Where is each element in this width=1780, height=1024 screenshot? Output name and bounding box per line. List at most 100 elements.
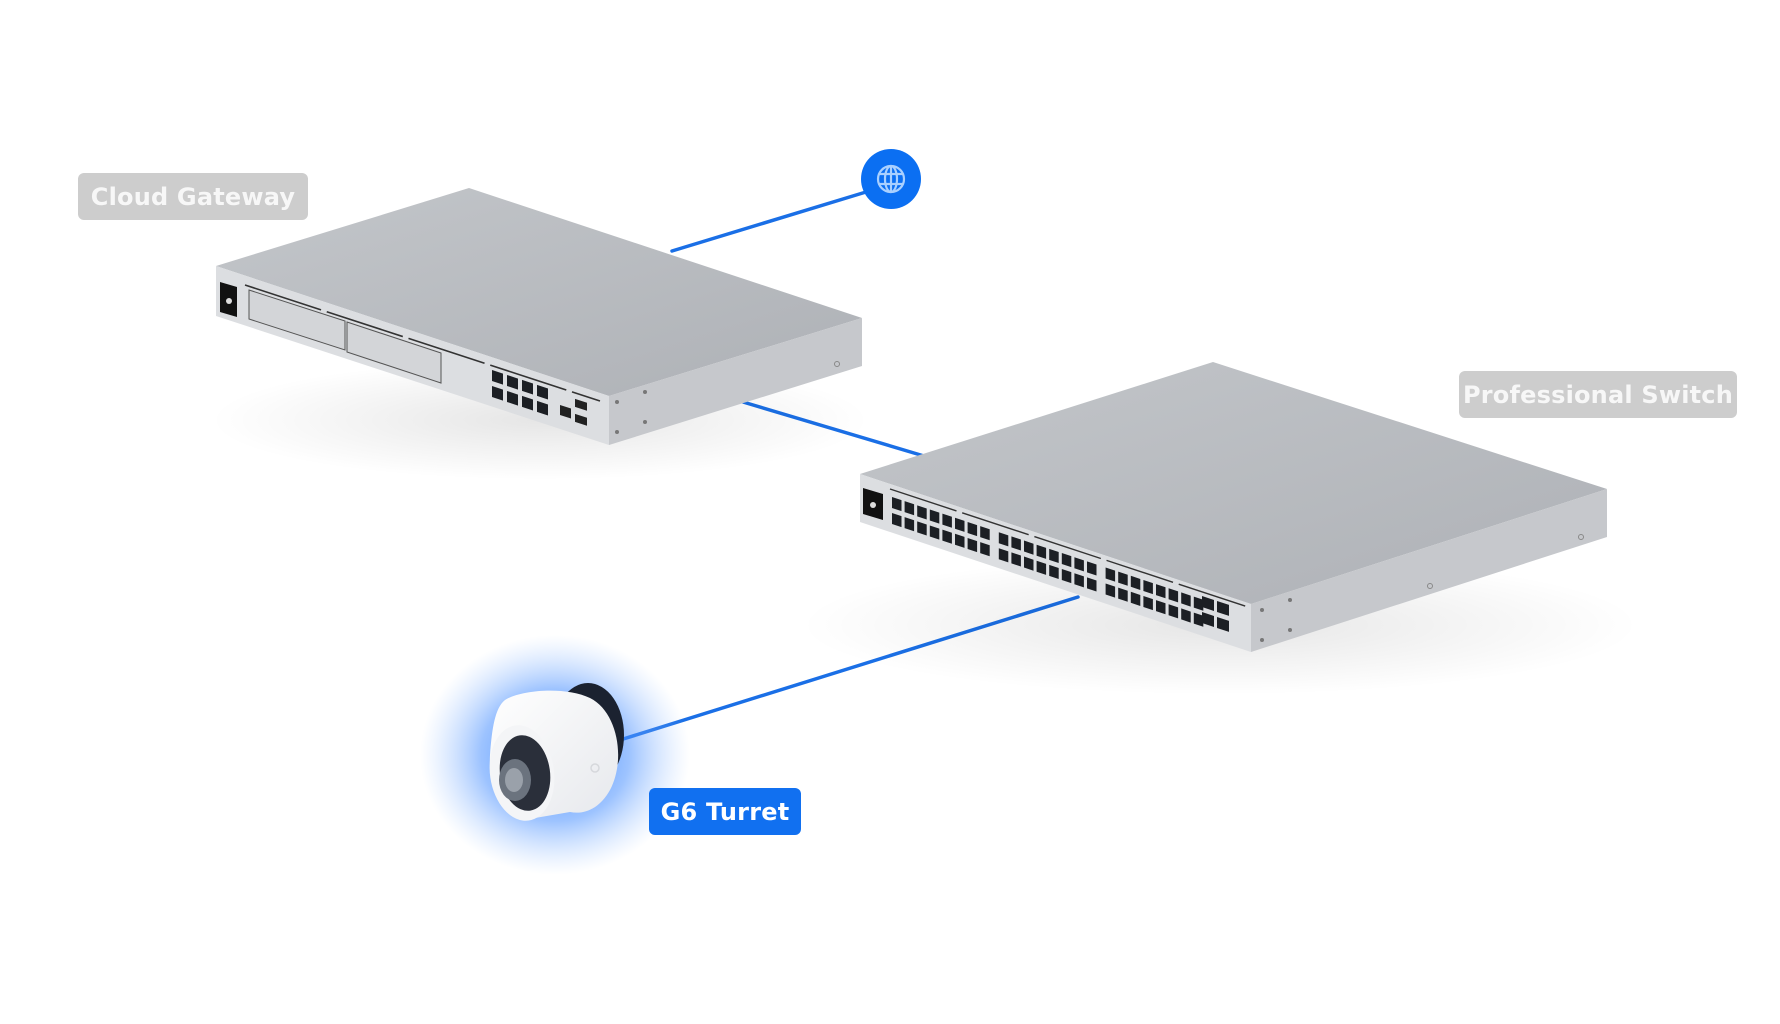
gateway-sfp-port-1 bbox=[575, 398, 587, 411]
gateway-display-dot bbox=[226, 298, 232, 304]
switch-rj45-port bbox=[1061, 553, 1072, 568]
switch-rj45-port bbox=[1074, 557, 1084, 572]
switch-rj45-port bbox=[1143, 595, 1153, 611]
switch-sfp-ports bbox=[1202, 596, 1229, 632]
switch-rj45-port bbox=[929, 525, 940, 540]
switch-rj45-port bbox=[1130, 591, 1141, 606]
switch-screw bbox=[1260, 638, 1264, 642]
switch-rj45-port bbox=[1011, 536, 1021, 551]
switch-rj45-port bbox=[1049, 564, 1059, 580]
switch-rj45-port bbox=[980, 526, 990, 541]
switch-rj45-port bbox=[1087, 561, 1097, 576]
gateway-side-panel bbox=[609, 318, 862, 445]
gateway-rj45-port bbox=[522, 379, 533, 395]
switch-rj45-port bbox=[929, 509, 940, 524]
switch-sfp-port bbox=[1202, 612, 1214, 627]
switch-rj45-port bbox=[955, 517, 965, 532]
switch-rj45-port bbox=[1024, 540, 1034, 555]
switch-rj45-port bbox=[942, 513, 952, 528]
switch-display-dot bbox=[870, 502, 876, 508]
switch-screw bbox=[1288, 628, 1292, 632]
gateway-sfp-port-2 bbox=[575, 413, 587, 426]
g6-turret-label[interactable]: G6 Turret bbox=[649, 788, 801, 835]
gateway-screw bbox=[615, 400, 619, 404]
gateway-screw bbox=[615, 430, 619, 434]
switch-rj45-port bbox=[942, 529, 952, 544]
switch-rj45-port bbox=[1143, 579, 1153, 595]
switch-rj45-port bbox=[1118, 587, 1128, 602]
gateway-rj45-port bbox=[537, 400, 548, 416]
gateway-rj45-ports bbox=[492, 370, 548, 416]
switch-rj45-port bbox=[1024, 556, 1034, 571]
globe-icon bbox=[876, 164, 906, 194]
switch-rj45-port bbox=[1156, 584, 1166, 599]
gateway-rj45-port bbox=[492, 370, 503, 385]
switch-vent bbox=[889, 488, 1249, 608]
switch-rj45-port bbox=[1118, 571, 1128, 586]
gateway-rj45-port bbox=[522, 395, 533, 411]
cloud-gateway-label[interactable]: Cloud Gateway bbox=[78, 173, 308, 220]
switch-rj45-port bbox=[904, 501, 915, 516]
switch-rj45-port bbox=[892, 497, 902, 512]
link-gateway-internet bbox=[670, 190, 868, 253]
gateway-screw bbox=[834, 361, 840, 367]
switch-sfp-port bbox=[1217, 616, 1229, 632]
gateway-drive-bay-2 bbox=[346, 321, 442, 384]
switch-rj45-port bbox=[1036, 544, 1047, 559]
professional-switch-label[interactable]: Professional Switch bbox=[1459, 371, 1737, 418]
gateway-screw bbox=[643, 390, 647, 394]
switch-rj45-port bbox=[1087, 577, 1097, 592]
switch-rj45-port bbox=[917, 505, 927, 520]
switch-front-panel bbox=[860, 474, 1251, 652]
switch-rj45-port bbox=[1049, 548, 1059, 564]
cloud-gateway-device[interactable] bbox=[210, 188, 870, 480]
switch-rj45-port bbox=[1193, 596, 1204, 611]
switch-rj45-port bbox=[1105, 583, 1116, 598]
gateway-vent bbox=[244, 284, 601, 402]
switch-rj45-port bbox=[1036, 560, 1047, 575]
switch-side-panel bbox=[1251, 489, 1607, 652]
switch-screw bbox=[1578, 534, 1584, 540]
switch-rj45-port bbox=[1181, 608, 1191, 623]
switch-rj45-port bbox=[967, 537, 978, 553]
switch-sfp-port bbox=[1217, 600, 1229, 616]
internet-node[interactable] bbox=[861, 149, 921, 209]
switch-rj45-port bbox=[917, 521, 927, 536]
gateway-top-panel bbox=[216, 188, 862, 396]
switch-rj45-port bbox=[1105, 567, 1116, 582]
switch-rj45-port bbox=[967, 521, 978, 537]
switch-rj45-port bbox=[1168, 604, 1179, 619]
switch-rj45-port bbox=[1011, 552, 1021, 567]
switch-rj45-ports bbox=[892, 497, 1204, 627]
professional-switch-device[interactable] bbox=[800, 362, 1640, 695]
switch-rj45-port bbox=[955, 533, 965, 548]
gateway-rj45-port bbox=[492, 386, 503, 401]
switch-rj45-port bbox=[998, 548, 1009, 563]
camera-lens-inner bbox=[505, 768, 523, 792]
switch-screw bbox=[1260, 608, 1264, 612]
gateway-rj45-port bbox=[537, 384, 548, 400]
gateway-wan-port bbox=[560, 404, 571, 419]
switch-rj45-port bbox=[1130, 575, 1141, 590]
switch-rj45-port bbox=[1168, 588, 1179, 603]
switch-rj45-port bbox=[1156, 600, 1166, 615]
switch-rj45-port bbox=[1181, 592, 1191, 607]
switch-rj45-port bbox=[980, 542, 990, 557]
switch-screw bbox=[1288, 598, 1292, 602]
switch-top-panel bbox=[860, 362, 1607, 604]
switch-screw bbox=[1427, 583, 1433, 589]
gateway-drive-bay-1 bbox=[248, 289, 346, 351]
switch-rj45-port bbox=[1074, 573, 1084, 588]
gateway-rj45-port bbox=[507, 390, 518, 406]
switch-rj45-port bbox=[998, 532, 1009, 547]
gateway-screw bbox=[643, 420, 647, 424]
camera-indicator bbox=[590, 763, 600, 773]
switch-rj45-port bbox=[904, 517, 915, 532]
switch-sfp-port bbox=[1202, 596, 1214, 611]
gateway-rj45-port bbox=[507, 374, 518, 390]
switch-rj45-port bbox=[892, 513, 902, 528]
switch-rj45-port bbox=[1061, 569, 1072, 584]
g6-turret-camera[interactable] bbox=[420, 635, 690, 875]
switch-rj45-port bbox=[1193, 612, 1204, 627]
